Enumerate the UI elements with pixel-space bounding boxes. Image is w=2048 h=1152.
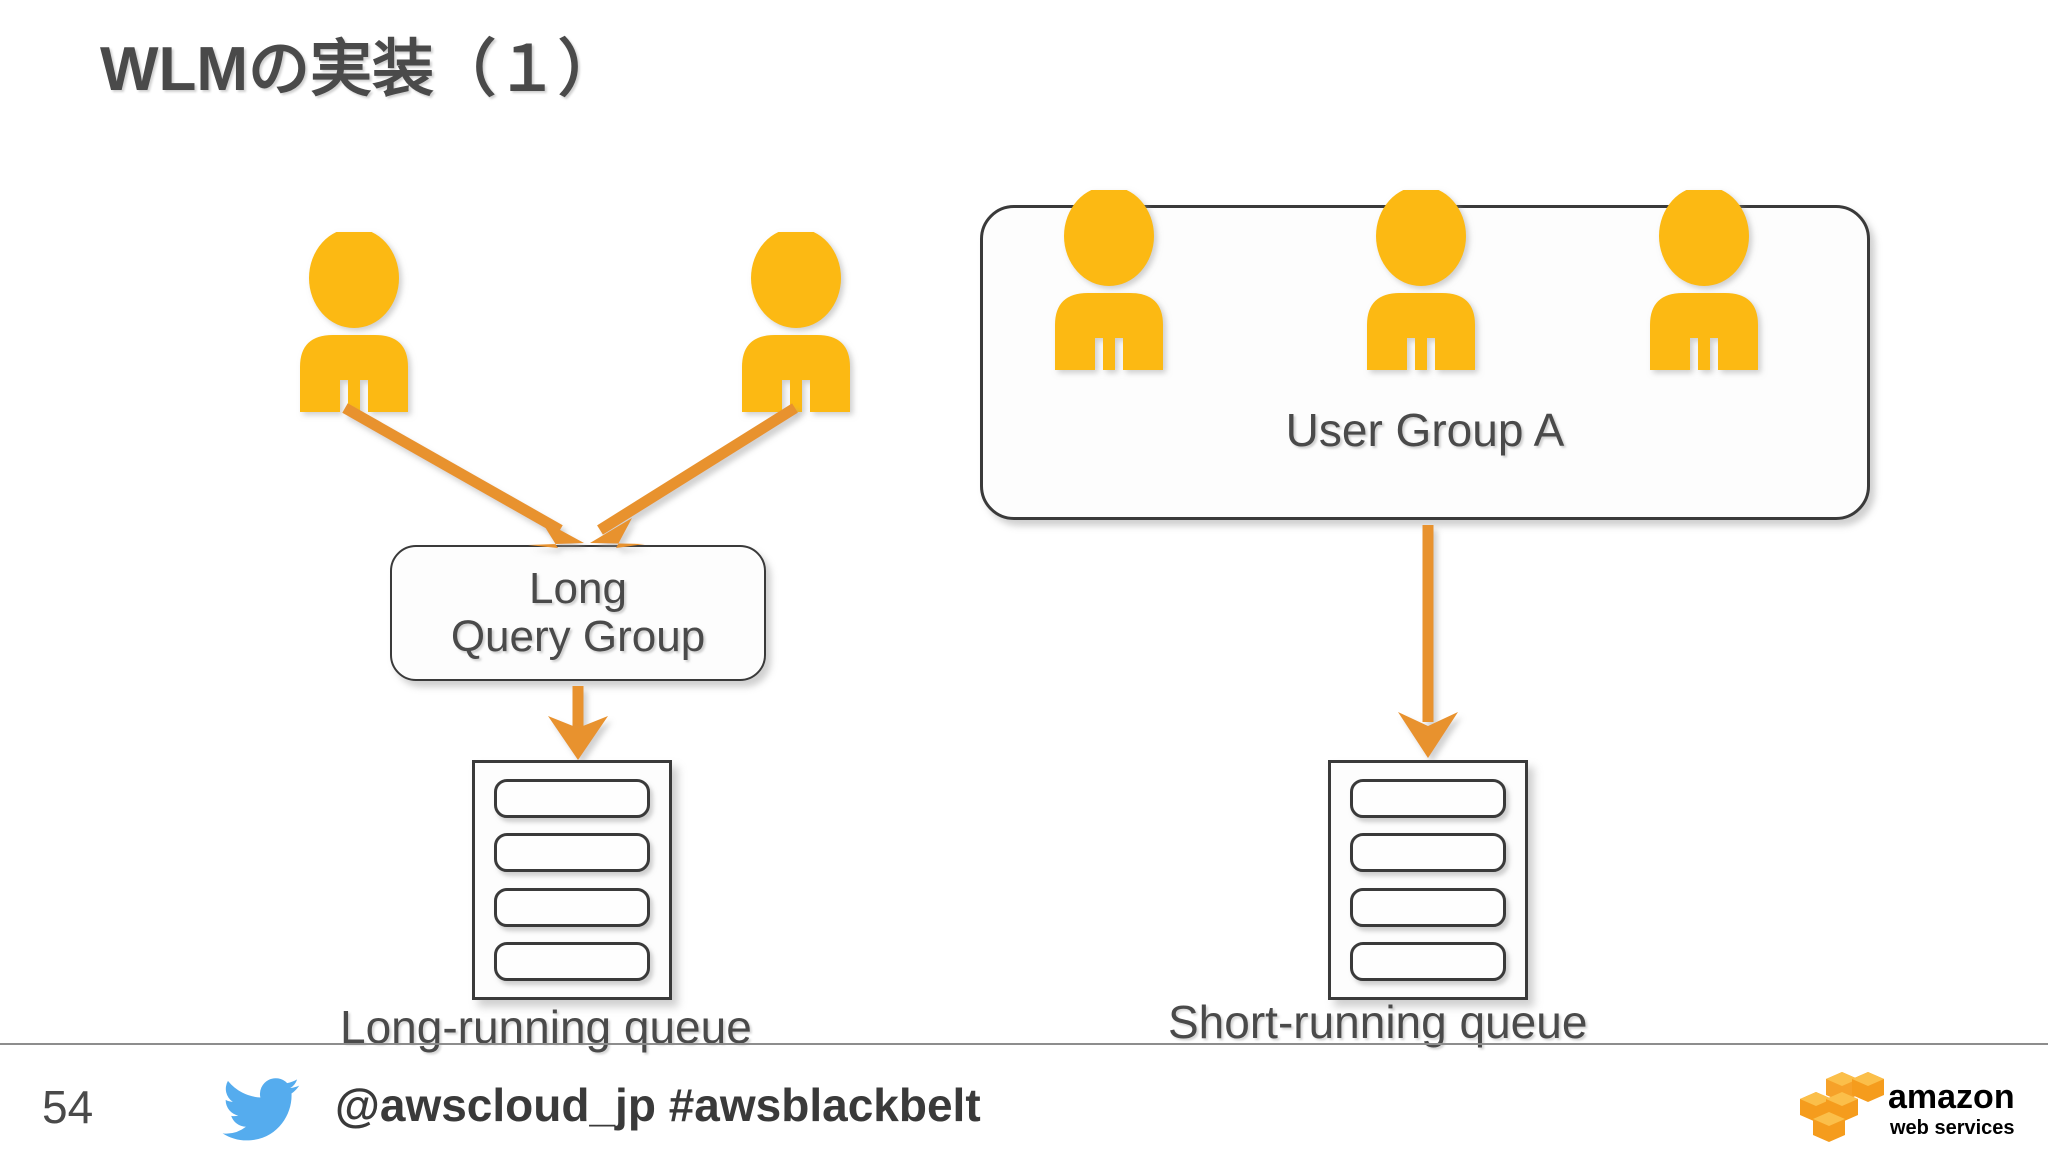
user-icon-2: [730, 232, 862, 412]
short-running-queue[interactable]: [1328, 760, 1528, 1000]
social-handle: @awscloud_jp #awsblackbelt: [335, 1079, 981, 1131]
long-running-queue[interactable]: [472, 760, 672, 1000]
long-query-group-box[interactable]: Long Query Group: [390, 545, 766, 681]
short-running-queue-caption: Short-running queue: [1168, 996, 1588, 1048]
queue-slot: [1350, 942, 1506, 982]
queue-slot: [494, 942, 650, 982]
queue-slot: [494, 833, 650, 873]
page-number: 54: [42, 1081, 94, 1133]
aws-logo-tagline: web services: [1889, 1117, 2015, 1139]
user-group-a-box[interactable]: User Group A: [980, 190, 1870, 520]
queue-slot: [1350, 833, 1506, 873]
long-running-queue-caption: Long-running queue: [340, 1001, 752, 1053]
page-title: WLMの実装（１）: [100, 35, 621, 104]
queue-slot: [1350, 778, 1506, 818]
long-query-group-line-1: Long: [529, 564, 627, 614]
user-icon-4: [1355, 190, 1487, 370]
aws-logo: amazon web services: [1800, 1068, 2020, 1144]
user-icon-1: [288, 232, 420, 412]
user-icon-3: [1043, 190, 1175, 370]
queue-slot: [1350, 887, 1506, 927]
twitter-bird-icon[interactable]: [222, 1078, 300, 1142]
user-icon-5: [1638, 190, 1770, 370]
aws-logo-brand: amazon: [1888, 1078, 2015, 1116]
queue-slot: [494, 778, 650, 818]
long-query-group-line-2: Query Group: [450, 612, 706, 661]
user-group-a-label: User Group A: [1285, 404, 1565, 456]
footer-divider: [0, 1043, 2048, 1045]
queue-slot: [494, 887, 650, 927]
